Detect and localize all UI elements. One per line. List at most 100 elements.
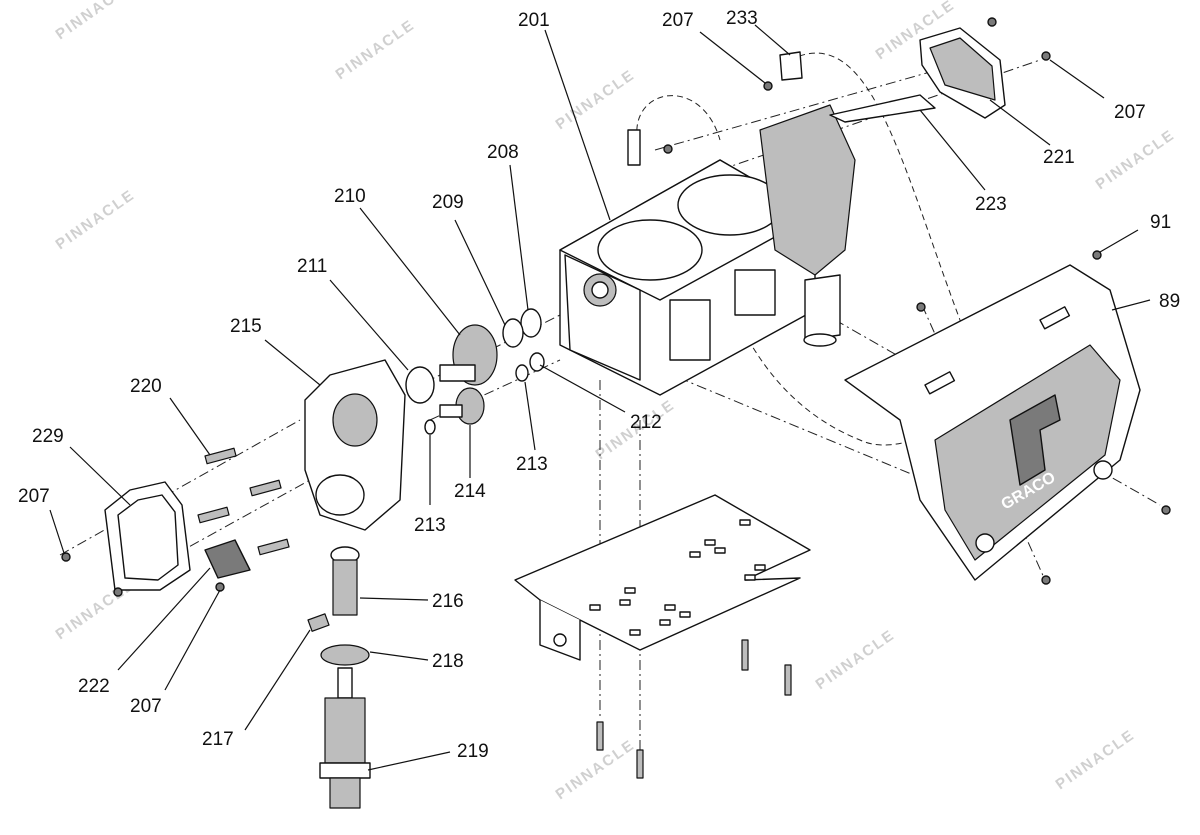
motor-end-assembly xyxy=(759,104,856,347)
pump-219-inlet xyxy=(329,777,361,809)
callout-209: 209 xyxy=(432,192,464,213)
pump-219-body xyxy=(324,697,366,764)
callout-207: 207 xyxy=(18,486,50,507)
watermark-text: PINNACLE xyxy=(53,186,139,253)
washer-212 xyxy=(529,352,545,372)
housing-end-plate xyxy=(564,254,641,381)
motor-fitting xyxy=(804,274,841,341)
watermark-text: PINNACLE xyxy=(553,66,639,133)
bolt xyxy=(636,749,644,779)
bottom-bolts xyxy=(596,639,792,779)
gear-housing-bore xyxy=(332,393,378,447)
gasket-cover xyxy=(61,481,251,597)
callout-213: 213 xyxy=(516,454,548,475)
bolts-220 xyxy=(197,447,290,556)
callout-229: 229 xyxy=(32,426,64,447)
housing-window xyxy=(734,269,776,316)
bolt xyxy=(741,639,749,671)
center-line xyxy=(119,479,311,586)
callout-233: 233 xyxy=(726,8,758,29)
callout-222: 222 xyxy=(78,676,110,697)
screw xyxy=(1041,51,1051,61)
center-line xyxy=(654,54,991,151)
callout-221: 221 xyxy=(1043,147,1075,168)
cylinder-bore xyxy=(597,219,703,281)
watermark-text: PINNACLE xyxy=(1093,126,1179,193)
callout-213: 213 xyxy=(414,515,446,536)
wire-path xyxy=(636,95,721,151)
watermark-text: PINNACLE xyxy=(333,16,419,83)
gear-housing-lower-bore xyxy=(315,474,365,516)
bracket-233 xyxy=(779,51,803,81)
callout-212: 212 xyxy=(630,412,662,433)
plate-slots xyxy=(589,519,766,636)
callout-91: 91 xyxy=(1150,212,1171,233)
callout-208: 208 xyxy=(487,142,519,163)
center-line xyxy=(659,369,951,491)
shroud-hole xyxy=(975,533,995,553)
brackets xyxy=(627,17,1051,166)
gasket-inner xyxy=(117,494,179,581)
callout-labels: 201 207 233 207 221 223 208 210 209 91 8… xyxy=(18,8,1180,762)
leader-lines xyxy=(49,24,1151,771)
bolt xyxy=(784,664,792,696)
callout-89: 89 xyxy=(1159,291,1180,312)
callout-201: 201 xyxy=(518,10,550,31)
gear-210-shaft xyxy=(439,364,476,382)
callout-214: 214 xyxy=(454,481,486,502)
gear-housing xyxy=(304,359,406,531)
pump-219-nut xyxy=(319,762,371,779)
callout-207: 207 xyxy=(1114,102,1146,123)
screw xyxy=(215,582,225,592)
mounting-plate xyxy=(514,494,811,661)
seal-211 xyxy=(405,366,435,404)
callout-216: 216 xyxy=(432,591,464,612)
washer-209 xyxy=(502,318,524,348)
callout-223: 223 xyxy=(975,194,1007,215)
front-shroud: GRACO xyxy=(844,250,1171,585)
center-line xyxy=(59,419,301,556)
callout-210: 210 xyxy=(334,186,366,207)
pump-stem xyxy=(337,667,353,699)
screw xyxy=(916,302,926,312)
pump-lower xyxy=(307,546,371,809)
watermark-text: PINNACLE xyxy=(553,736,639,803)
watermark-text: PINNACLE xyxy=(813,626,899,693)
callout-219: 219 xyxy=(457,741,489,762)
rear-cover-inner xyxy=(929,37,996,101)
screw xyxy=(113,587,123,597)
housing-window xyxy=(669,299,711,361)
graco-logo-mark xyxy=(1009,394,1061,486)
screw xyxy=(663,144,673,154)
rear-cover-group xyxy=(829,27,1006,123)
drive-housing xyxy=(559,159,816,396)
screw xyxy=(1041,575,1051,585)
callout-217: 217 xyxy=(202,729,234,750)
shroud-latch xyxy=(924,371,956,395)
bolt-220 xyxy=(204,447,237,465)
pin-217 xyxy=(307,613,330,632)
screw xyxy=(763,81,773,91)
rod-216 xyxy=(332,559,358,616)
bolt-220 xyxy=(249,479,282,497)
screw-91 xyxy=(1092,250,1102,260)
rod-223 xyxy=(829,94,936,123)
washer-208 xyxy=(520,308,542,338)
callout-215: 215 xyxy=(230,316,262,337)
callout-211: 211 xyxy=(297,256,327,277)
shroud-latch xyxy=(1039,306,1071,330)
screw xyxy=(1161,505,1171,515)
plate-tab xyxy=(539,600,581,661)
bolt xyxy=(596,721,604,751)
housing-bearing-inner xyxy=(591,281,609,299)
gear-train xyxy=(405,308,545,435)
plate-hole xyxy=(553,633,567,647)
callout-218: 218 xyxy=(432,651,464,672)
callout-220: 220 xyxy=(130,376,162,397)
bolt-220 xyxy=(197,506,230,524)
watermark-text: PINNACLE xyxy=(53,0,139,43)
callout-207: 207 xyxy=(662,10,694,31)
callout-207: 207 xyxy=(130,696,162,717)
watermark-text: PINNACLE xyxy=(1053,726,1139,793)
